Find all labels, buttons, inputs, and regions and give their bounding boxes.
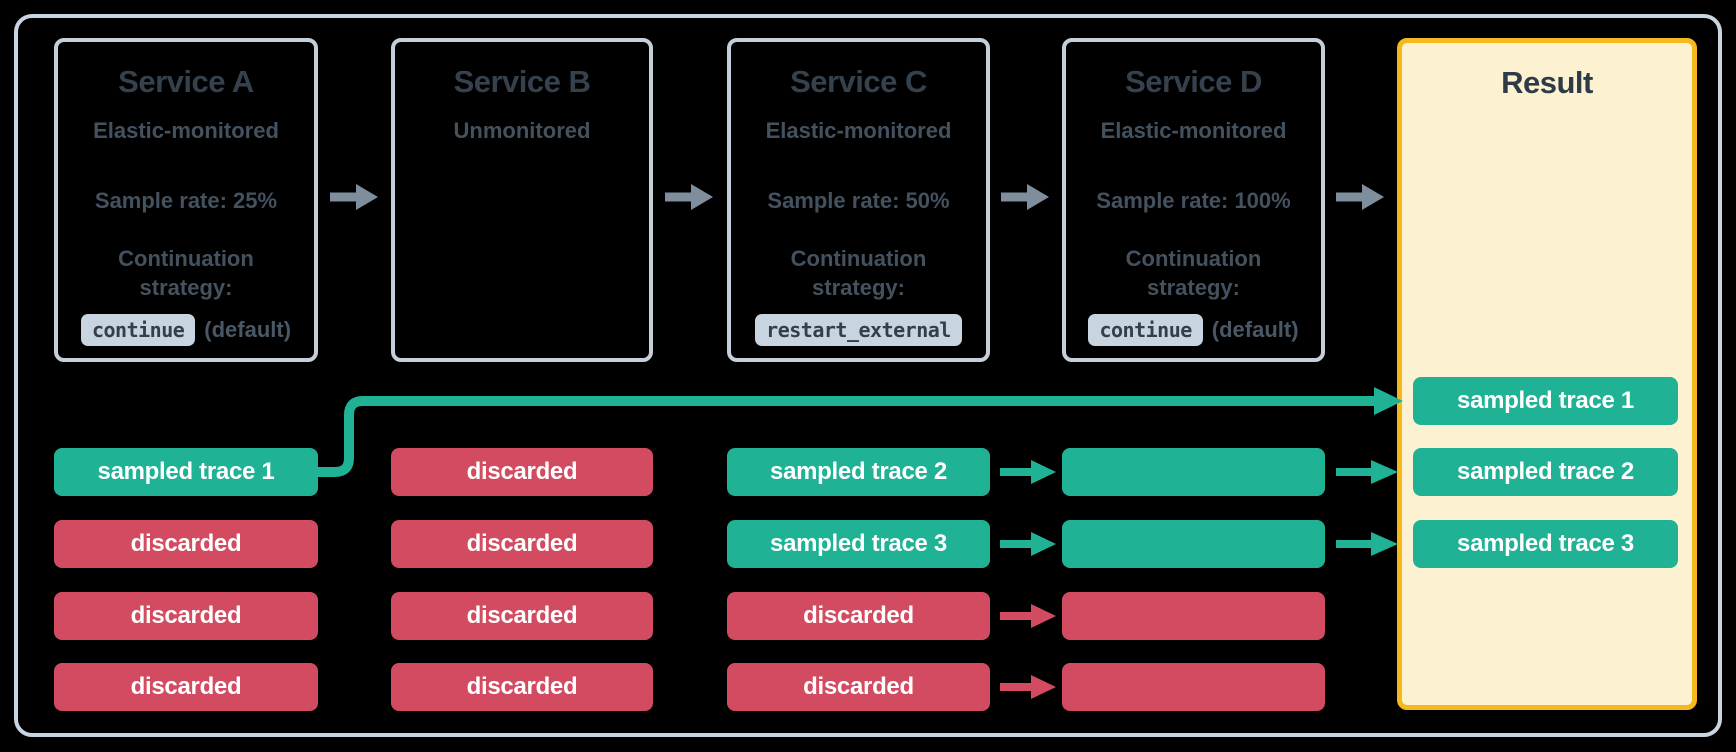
service-a-sample-rate: Sample rate: 25%	[94, 188, 278, 213]
service-d-code-pill: continue	[1088, 314, 1203, 346]
service-c-continuation-label: Continuation strategy:	[791, 244, 927, 302]
trace-pill-d-1-sampled	[1062, 448, 1325, 496]
service-a-continuation-label: Continuation strategy:	[118, 244, 254, 302]
trace-pill-c-4: discarded	[727, 663, 990, 711]
trace-pill-c-1: sampled trace 2	[727, 448, 990, 496]
service-a-strategy-row: continue (default)	[80, 314, 292, 346]
continuation-word: Continuation	[1125, 246, 1262, 271]
result-title: Result	[1501, 65, 1593, 100]
service-d-sample-rate: Sample rate: 100%	[1096, 188, 1291, 213]
continuation-word: Continuation	[118, 246, 254, 271]
trace-pill-a-2: discarded	[54, 520, 318, 568]
service-d-title: Service D	[1125, 64, 1262, 99]
service-b-monitoring: Unmonitored	[453, 118, 591, 143]
service-b-title: Service B	[453, 64, 591, 99]
service-d-monitoring: Elastic-monitored	[1100, 118, 1287, 143]
trace-pill-b-1: discarded	[391, 448, 653, 496]
result-box: Result	[1397, 38, 1697, 710]
trace-pill-b-4: discarded	[391, 663, 653, 711]
trace-pill-c-3: discarded	[727, 592, 990, 640]
trace-pill-a-4: discarded	[54, 663, 318, 711]
service-c-sample-rate: Sample rate: 50%	[767, 188, 950, 213]
trace-pill-b-2: discarded	[391, 520, 653, 568]
trace-pill-d-4-discarded	[1062, 663, 1325, 711]
continuation-word: Continuation	[790, 246, 927, 271]
service-a-title: Service A	[118, 64, 254, 99]
service-a-code-pill: continue	[80, 314, 196, 346]
service-d-code-note: (default)	[1211, 317, 1299, 342]
strategy-word: strategy:	[1147, 275, 1240, 300]
trace-pill-d-2-sampled	[1062, 520, 1325, 568]
result-pill-3: sampled trace 3	[1413, 520, 1678, 568]
trace-pill-b-3: discarded	[391, 592, 653, 640]
diagram-frame	[14, 14, 1722, 737]
trace-pill-d-3-discarded	[1062, 592, 1325, 640]
service-c-code-pill: restart_external	[755, 314, 962, 346]
service-c-title: Service C	[790, 64, 927, 99]
trace-pill-c-2: sampled trace 3	[727, 520, 990, 568]
result-pill-1: sampled trace 1	[1413, 377, 1678, 425]
service-c-box: Service C Elastic-monitored Sample rate:…	[727, 38, 990, 362]
service-d-continuation-label: Continuation strategy:	[1126, 244, 1262, 302]
result-pill-2: sampled trace 2	[1413, 448, 1678, 496]
trace-pill-a-3: discarded	[54, 592, 318, 640]
service-a-code-note: (default)	[204, 317, 292, 342]
strategy-word: strategy:	[139, 275, 233, 300]
service-a-monitoring: Elastic-monitored	[93, 118, 279, 143]
service-c-strategy-row: restart_external	[755, 314, 962, 346]
service-b-box: Service B Unmonitored	[391, 38, 653, 362]
service-a-box: Service A Elastic-monitored Sample rate:…	[54, 38, 318, 362]
service-c-monitoring: Elastic-monitored	[765, 118, 952, 143]
service-d-box: Service D Elastic-monitored Sample rate:…	[1062, 38, 1325, 362]
trace-pill-a-1: sampled trace 1	[54, 448, 318, 496]
service-d-strategy-row: continue (default)	[1088, 314, 1299, 346]
strategy-word: strategy:	[812, 275, 905, 300]
